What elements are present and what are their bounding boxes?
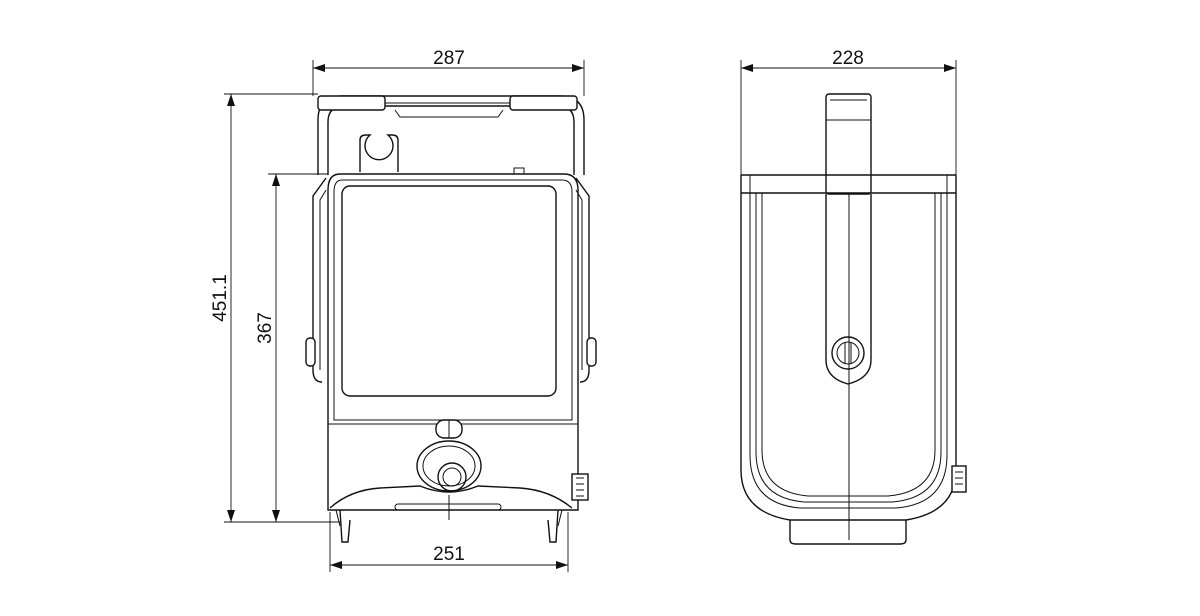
dim-depth-label: 228	[832, 48, 864, 69]
dim-depth	[740, 60, 957, 175]
dim-width-top	[312, 60, 585, 96]
right-connector	[571, 473, 589, 501]
side-view: 228	[740, 48, 967, 545]
side-connector	[951, 465, 967, 493]
side-knobs	[305, 337, 597, 367]
front-feet	[335, 509, 563, 543]
front-body	[327, 173, 579, 511]
front-view: 287 251 451.1 367	[210, 48, 597, 572]
dim-height-total	[224, 93, 340, 523]
top-tab	[513, 167, 525, 175]
side-top-rim	[741, 174, 956, 194]
side-arms	[312, 177, 590, 383]
dim-height-total-label: 451.1	[210, 274, 231, 322]
control-dial-icon	[416, 440, 482, 492]
front-handle	[317, 95, 585, 175]
side-strap	[825, 194, 872, 540]
dim-width-bottom-label: 251	[433, 544, 465, 565]
dim-width-top-label: 287	[433, 48, 465, 69]
dim-height-body-label: 367	[255, 312, 276, 344]
lock-knob	[435, 419, 463, 439]
side-handle	[825, 93, 872, 195]
bottom-fascia	[329, 485, 573, 520]
hook-clip	[359, 134, 399, 172]
dim-height-body	[268, 173, 328, 523]
front-screen	[341, 185, 557, 397]
side-base	[789, 520, 907, 545]
strap-knob-icon	[831, 336, 865, 370]
